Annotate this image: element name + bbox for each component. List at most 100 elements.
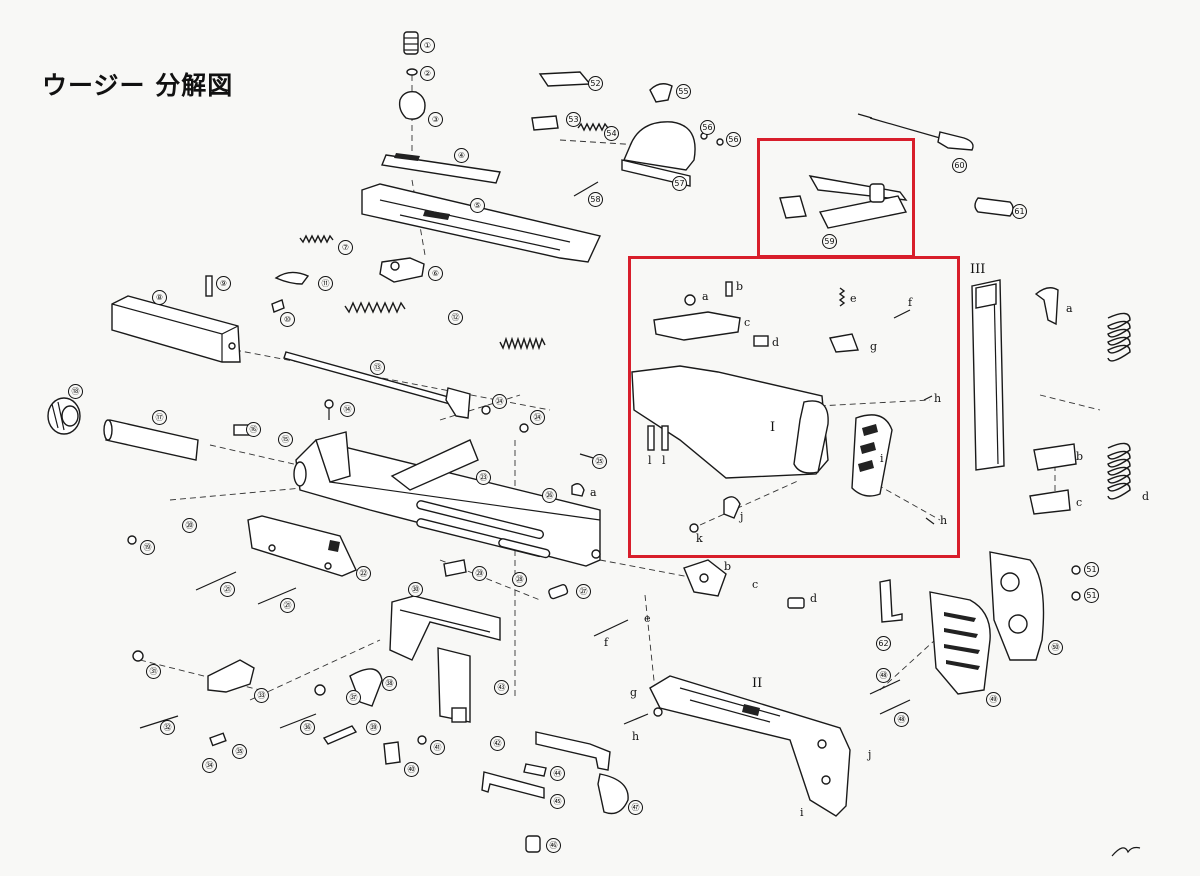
callout-36: ㊱: [300, 720, 315, 735]
callout-14: ⑭: [340, 402, 355, 417]
callout-11: ⑪: [318, 276, 333, 291]
callout-50: ㊿: [1048, 640, 1063, 655]
label-26-a: a: [590, 486, 597, 499]
callout-46: ㊻: [546, 838, 561, 853]
fold-label-c: c: [752, 578, 759, 591]
barrel-assembly: [47, 397, 334, 461]
callout-57: 57: [672, 176, 687, 191]
callout-9: ⑨: [216, 276, 231, 291]
callout-13: ⑬: [370, 360, 385, 375]
callout-61: 61: [1012, 204, 1027, 219]
stock-label-g: g: [870, 340, 878, 353]
callout-5: ⑤: [470, 198, 485, 213]
top-cover-parts: [361, 31, 601, 283]
callout-43: ㊸: [494, 680, 509, 695]
fold-label-j: j: [868, 748, 872, 761]
callout-56a: 56: [700, 120, 715, 135]
callout-34: ㉞: [202, 758, 217, 773]
callout-2: ②: [420, 66, 435, 81]
stock-label-j: j: [740, 510, 744, 523]
stock-label-f: f: [908, 296, 913, 309]
callout-6: ⑥: [428, 266, 443, 281]
folding-stock: [649, 559, 851, 817]
page-title: ウージー 分解図: [42, 71, 234, 100]
callout-18: ⑱: [68, 384, 83, 399]
stock-label-l-2: l: [662, 454, 666, 467]
sling: [779, 175, 908, 229]
stock-label-c: c: [744, 316, 751, 329]
callout-24b: ㉔: [530, 410, 545, 425]
guide-rod: [283, 351, 471, 419]
callout-35: ㉟: [232, 744, 247, 759]
fold-label-d: d: [810, 592, 818, 605]
callout-47: ㊼: [628, 800, 643, 815]
callout-55: 55: [676, 84, 691, 99]
callout-29: ㉙: [472, 566, 487, 581]
stock-label-h-top: h: [934, 392, 942, 405]
callout-42: ㊷: [490, 736, 505, 751]
callout-27: ㉗: [576, 584, 591, 599]
grip-panels: [879, 551, 1045, 695]
callout-51a: 51: [1084, 562, 1099, 577]
wooden-stock: [631, 281, 935, 533]
callout-19: ⑲: [140, 540, 155, 555]
fold-label-e: e: [644, 612, 651, 625]
callout-59: 59: [822, 234, 837, 249]
callout-31: ㉛: [146, 664, 161, 679]
callout-21a: ㉑: [220, 582, 235, 597]
pen-mark: [1111, 846, 1141, 857]
stock-label-d: d: [772, 336, 780, 349]
stock-label-e: e: [850, 292, 857, 305]
callout-25: ㉕: [592, 454, 607, 469]
callout-23: ㉓: [476, 470, 491, 485]
stock-label-k: k: [696, 532, 703, 545]
springs: [299, 122, 1131, 500]
cleaning-tools: [857, 113, 1014, 217]
fold-label-h: h: [632, 730, 640, 743]
stock-label-h-bottom: h: [940, 514, 948, 527]
callout-48b: ㊽: [894, 712, 909, 727]
pins-and-screws: [127, 181, 1081, 729]
callout-38: ㊳: [382, 676, 397, 691]
wooden-stock-highlight-box: [628, 256, 960, 558]
callout-32: ㉜: [160, 720, 175, 735]
callout-21b: ㉑: [280, 598, 295, 613]
fold-label-g: g: [630, 686, 638, 699]
callout-30: ㉚: [408, 582, 423, 597]
callout-8: ⑧: [152, 290, 167, 305]
callout-62: 62: [876, 636, 891, 651]
stock-label-b: b: [736, 280, 744, 293]
fold-label-f: f: [604, 636, 609, 649]
stock-label-l-1: l: [648, 454, 652, 467]
callout-17: ⑰: [152, 410, 167, 425]
fold-label-i: i: [800, 806, 804, 819]
callout-3: ③: [428, 112, 443, 127]
callout-60: 60: [952, 158, 967, 173]
front-sight-parts: [531, 71, 724, 187]
lower-frame-parts: [481, 731, 629, 853]
callout-40: ㊵: [404, 762, 419, 777]
handguard: [247, 515, 357, 577]
assembly-label-I: I: [770, 420, 776, 435]
callout-20: ⑳: [182, 518, 197, 533]
stock-label-i: i: [880, 452, 884, 465]
callout-39: ㊴: [366, 720, 381, 735]
callout-28: ㉘: [512, 572, 527, 587]
callout-7: ⑦: [338, 240, 353, 255]
callout-58: 58: [588, 192, 603, 207]
fold-label-b: b: [724, 560, 732, 573]
assembly-label-II: II: [752, 676, 763, 691]
trigger-group: [132, 559, 501, 765]
callout-26: ㉖: [542, 488, 557, 503]
mag-label-d: d: [1142, 490, 1150, 503]
callout-56b: 56: [726, 132, 741, 147]
mag-label-b: b: [1076, 450, 1084, 463]
callout-52: 52: [588, 76, 603, 91]
callout-12: ⑫: [448, 310, 463, 325]
mag-label-a: a: [1066, 302, 1073, 315]
callout-44: ㊹: [550, 766, 565, 781]
stock-label-a: a: [702, 290, 709, 303]
callout-45: ㊺: [550, 794, 565, 809]
callout-51b: 51: [1084, 588, 1099, 603]
